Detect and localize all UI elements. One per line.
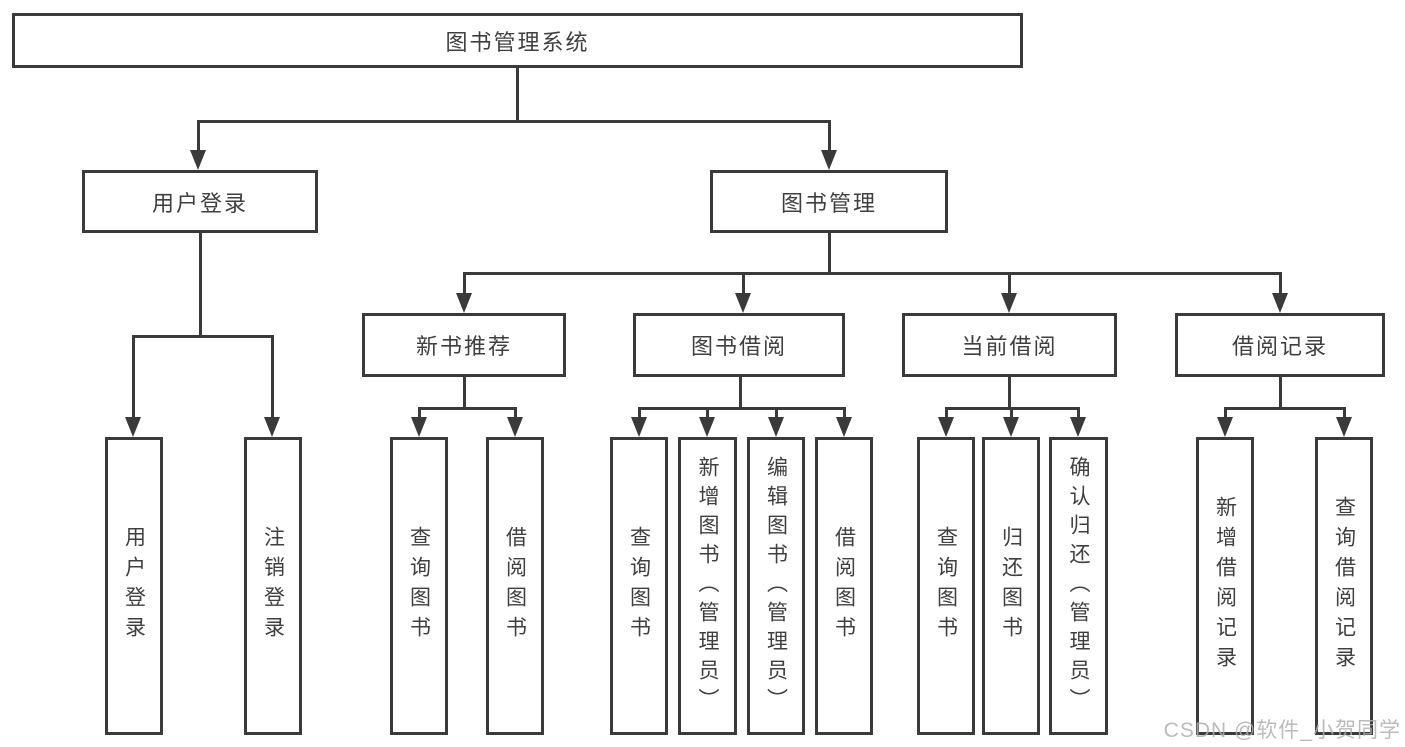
connector-drop-new-book-rec <box>463 272 466 294</box>
arrowhead-cb-query <box>938 417 954 437</box>
arrowhead-nbr-query <box>411 417 427 437</box>
arrowhead-bb-query <box>631 417 647 437</box>
node-book-mgmt: 图书管理 <box>710 170 948 233</box>
arrowhead-bb-add <box>699 417 715 437</box>
connector-br-stem <box>1279 377 1282 407</box>
leaf-bb-add-books-admin-label: 新增图书（管理员） <box>696 455 719 717</box>
leaf-br-query-record-label: 查询借阅记录 <box>1332 496 1356 676</box>
arrowhead-leaf-logout <box>264 417 280 437</box>
node-current-borrow-label: 当前借阅 <box>961 334 1058 359</box>
leaf-bb-borrow-books: 借阅图书 <box>815 437 873 735</box>
leaf-bb-add-books-admin: 新增图书（管理员） <box>678 437 737 735</box>
arrowhead-br-query <box>1336 417 1352 437</box>
arrowhead-nbr-borrow <box>507 417 523 437</box>
connector-bb-stem <box>739 377 742 407</box>
arrowhead-cb-return <box>1003 417 1019 437</box>
connector-bb-branch <box>638 407 846 410</box>
leaf-bb-borrow-books-label: 借阅图书 <box>832 526 856 646</box>
connector-drop-cb-return <box>1010 407 1013 417</box>
leaf-cb-query-books: 查询图书 <box>917 437 975 735</box>
node-borrow-records: 借阅记录 <box>1175 313 1385 377</box>
connector-user-login-stem <box>199 233 202 335</box>
connector-drop-cb-query <box>945 407 948 417</box>
connector-drop-leaf-login <box>132 335 135 417</box>
connector-drop-cb-confirm <box>1077 407 1080 417</box>
node-user-login: 用户登录 <box>82 170 318 233</box>
connector-drop-bb-borrow <box>843 407 846 417</box>
leaf-nbr-borrow-books: 借阅图书 <box>486 437 544 735</box>
connector-drop-bb-edit <box>775 407 778 417</box>
connector-book-mgmt-stem <box>828 233 831 272</box>
leaf-cb-return-books: 归还图书 <box>982 437 1040 735</box>
leaf-bb-query-books-label: 查询图书 <box>627 526 651 646</box>
connector-drop-nbr-borrow <box>514 407 517 417</box>
arrowhead-borrow-records <box>1272 293 1288 313</box>
arrowhead-book-mgmt <box>821 150 837 170</box>
node-current-borrow: 当前借阅 <box>902 313 1117 377</box>
arrowhead-br-add <box>1217 417 1233 437</box>
leaf-nbr-borrow-books-label: 借阅图书 <box>503 526 527 646</box>
connector-br-branch <box>1224 407 1345 410</box>
connector-drop-borrow-records <box>1279 272 1282 294</box>
node-book-mgmt-label: 图书管理 <box>780 190 877 216</box>
node-user-login-label: 用户登录 <box>151 190 248 216</box>
leaf-nbr-query-books: 查询图书 <box>390 437 448 735</box>
connector-drop-book-mgmt <box>828 120 831 151</box>
leaf-bb-edit-books-admin: 编辑图书（管理员） <box>747 437 805 735</box>
connector-drop-nbr-query <box>418 407 421 417</box>
leaf-cb-return-books-label: 归还图书 <box>999 526 1023 646</box>
leaf-cb-query-books-label: 查询图书 <box>934 526 958 646</box>
node-new-book-rec: 新书推荐 <box>362 313 566 377</box>
leaf-logout-label: 注销登录 <box>261 526 285 646</box>
connector-drop-current-borrow <box>1008 272 1011 294</box>
connector-drop-leaf-logout <box>271 335 274 417</box>
node-book-borrow: 图书借阅 <box>633 313 845 377</box>
arrowhead-bb-edit <box>768 417 784 437</box>
leaf-br-query-record: 查询借阅记录 <box>1315 437 1373 735</box>
arrowhead-leaf-login <box>125 417 141 437</box>
leaf-cb-confirm-return-admin-label: 确认归还（管理员） <box>1067 455 1090 717</box>
arrowhead-book-borrow <box>735 293 751 313</box>
leaf-nbr-query-books-label: 查询图书 <box>407 526 431 646</box>
arrowhead-current-borrow <box>1001 293 1017 313</box>
connector-drop-br-query <box>1343 407 1346 417</box>
connector-drop-br-add <box>1224 407 1227 417</box>
leaf-user-login-label: 用户登录 <box>122 526 146 646</box>
leaf-bb-edit-books-admin-label: 编辑图书（管理员） <box>764 455 788 717</box>
connector-cb-stem <box>1008 377 1011 407</box>
csdn-watermark: CSDN @软件_小贺同学 <box>1163 719 1401 742</box>
arrowhead-bb-borrow <box>836 417 852 437</box>
connector-root-stem <box>516 68 519 120</box>
connector-level3-branch <box>463 272 1282 275</box>
leaf-logout: 注销登录 <box>244 437 302 735</box>
node-book-borrow-label: 图书借阅 <box>690 334 787 359</box>
connector-drop-bb-query <box>638 407 641 417</box>
leaf-user-login: 用户登录 <box>105 437 163 735</box>
arrowhead-cb-confirm <box>1070 417 1086 437</box>
connector-drop-book-borrow <box>742 272 745 294</box>
node-borrow-records-label: 借阅记录 <box>1231 334 1328 359</box>
arrowhead-user-login <box>190 150 206 170</box>
connector-level2-branch <box>197 120 830 123</box>
connector-drop-user-login <box>197 120 200 151</box>
leaf-br-add-record: 新增借阅记录 <box>1196 437 1254 735</box>
connector-drop-bb-add <box>706 407 709 417</box>
connector-user-login-branch <box>132 335 273 338</box>
node-root-label: 图书管理系统 <box>445 29 590 55</box>
node-new-book-rec-label: 新书推荐 <box>415 334 512 359</box>
leaf-br-add-record-label: 新增借阅记录 <box>1213 496 1237 676</box>
node-root: 图书管理系统 <box>12 13 1023 68</box>
connector-nbr-stem <box>463 377 466 407</box>
leaf-bb-query-books: 查询图书 <box>610 437 668 735</box>
arrowhead-new-book-rec <box>456 293 472 313</box>
connector-nbr-branch <box>418 407 517 410</box>
leaf-cb-confirm-return-admin: 确认归还（管理员） <box>1049 437 1108 735</box>
